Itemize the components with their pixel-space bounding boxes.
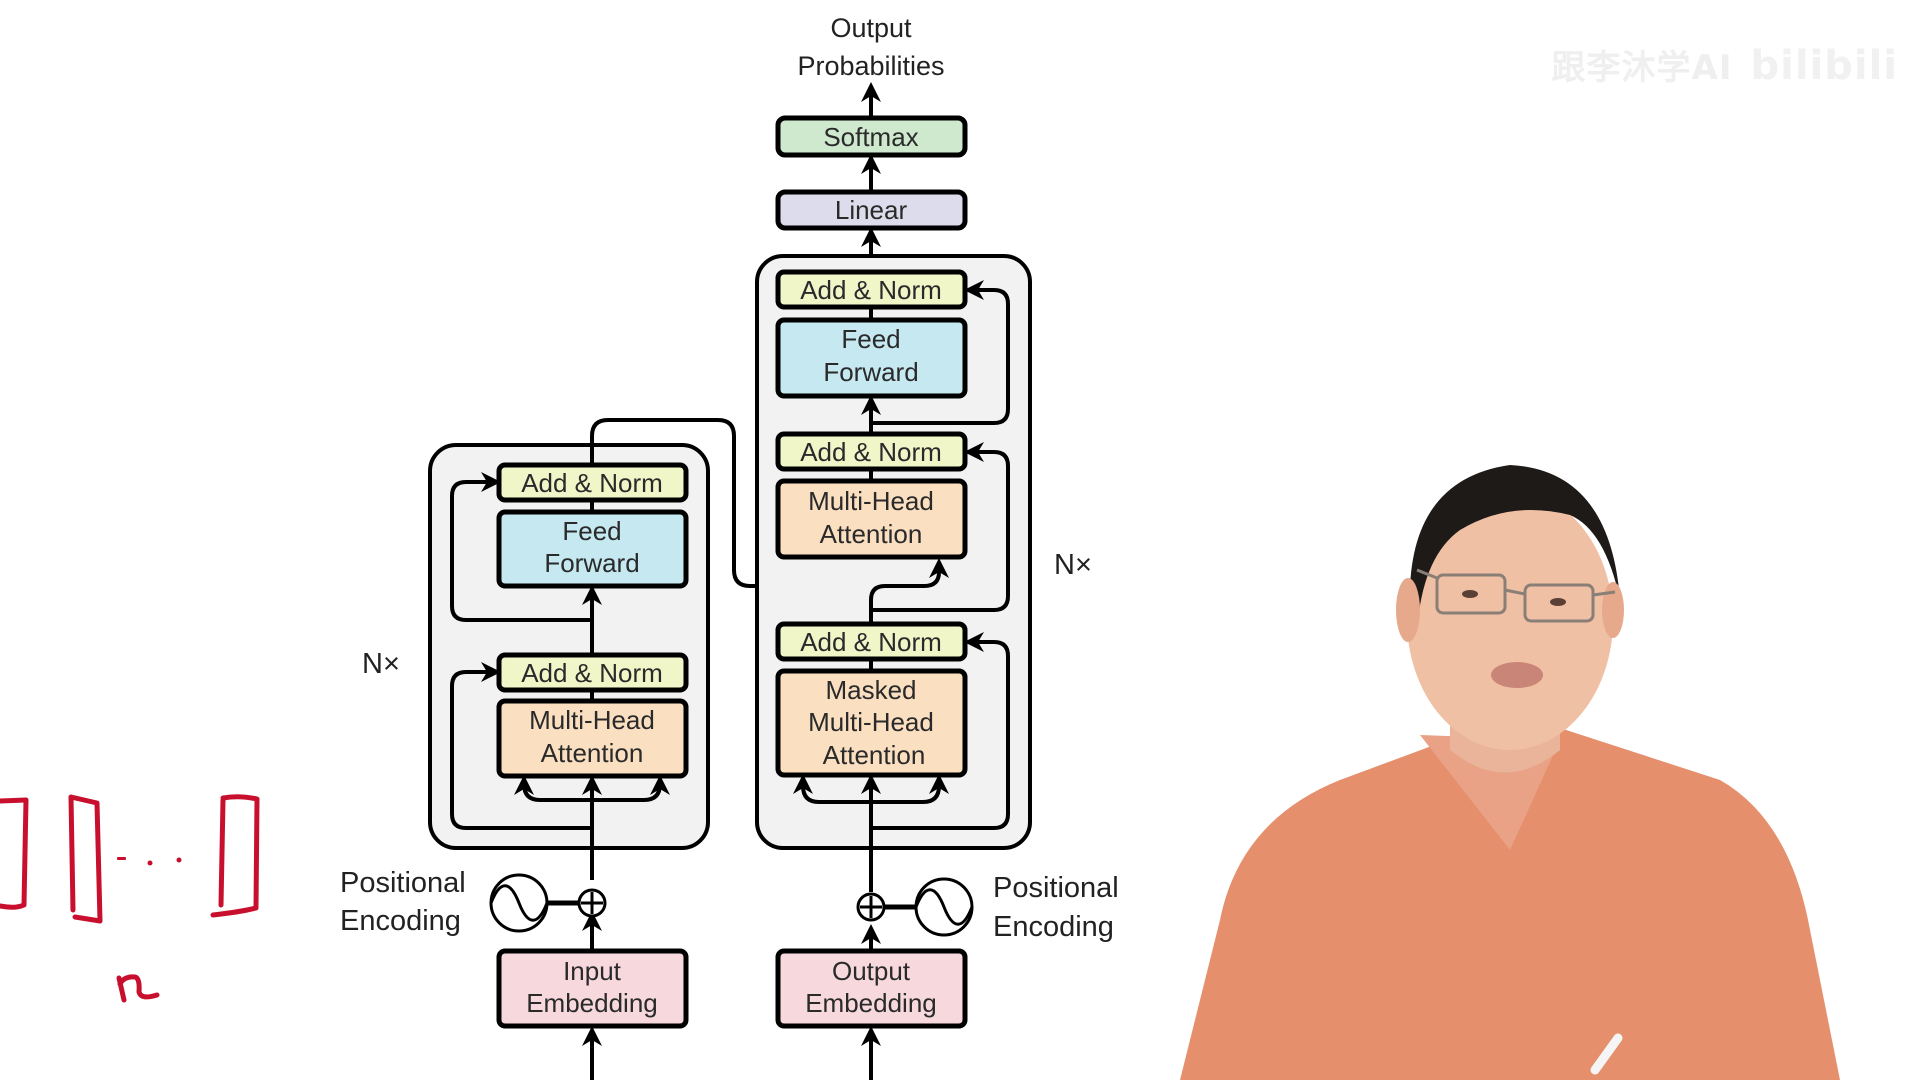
encoder-stack — [428, 443, 710, 850]
decoder-masked-label-1: Masked — [825, 675, 916, 705]
input-embedding-label-2: Embedding — [526, 988, 658, 1018]
decoder-residual-masked — [871, 632, 1010, 830]
channel-watermark: 跟李沐学AI — [1551, 48, 1733, 88]
decoder-masked-label-3: Attention — [823, 740, 926, 770]
encoder-sine-wave-icon — [489, 873, 549, 933]
input-embedding-block: Input Embedding — [496, 948, 689, 1029]
presenter-video — [1180, 465, 1840, 1080]
ellipsis-dots — [117, 857, 182, 866]
bilibili-logo: bilibili — [1750, 43, 1898, 89]
decoder-mha-label-2: Attention — [820, 519, 923, 549]
handwritten-vectors-annotation — [0, 794, 260, 924]
decoder-add-norm-top-label: Add & Norm — [800, 275, 942, 305]
decoder-masked-label-2: Multi-Head — [808, 707, 934, 737]
encoder-ff-label-2: Forward — [544, 548, 639, 578]
pos-enc-right-label-1: Positional — [993, 872, 1119, 904]
decoder-ff-label-2: Forward — [823, 357, 918, 387]
vector-bracket-2 — [68, 794, 103, 924]
encoder-add-norm-top: Add & Norm — [496, 462, 689, 503]
decoder-feed-forward: Feed Forward — [775, 317, 968, 399]
decoder-add-norm-bottom: Add & Norm — [775, 621, 968, 662]
encoder-add-norm-top-label: Add & Norm — [521, 468, 663, 498]
output-probabilities-label-2: Probabilities — [797, 51, 944, 81]
encoder-ff-label-1: Feed — [562, 516, 621, 546]
encoder-attn-fork — [514, 775, 592, 802]
encoder-mha-label-1: Multi-Head — [529, 705, 655, 735]
softmax-block: Softmax — [775, 115, 968, 158]
encoder-feed-forward: Feed Forward — [496, 509, 689, 589]
decoder-residual-ff — [871, 280, 1010, 425]
decoder-multi-head-attention: Multi-Head Attention — [775, 478, 968, 560]
decoder-masked-multi-head-attention: Masked Multi-Head Attention — [775, 668, 968, 778]
pos-enc-left-label-2: Encoding — [340, 905, 461, 937]
decoder-nx-label: N× — [1054, 549, 1092, 581]
decoder-add-norm-bottom-label: Add & Norm — [800, 627, 942, 657]
decoder-add-norm-mid: Add & Norm — [775, 431, 968, 472]
input-embedding-label-1: Input — [563, 956, 622, 986]
output-probabilities-label-1: Output — [830, 13, 912, 43]
presenter-shirt — [1180, 728, 1840, 1080]
pos-enc-right-label-2: Encoding — [993, 911, 1114, 943]
encoder-add-norm-bottom-label: Add & Norm — [521, 658, 663, 688]
watermark: 跟李沐学AI bilibili — [1552, 40, 1899, 89]
encoder-add-norm-bottom: Add & Norm — [496, 652, 689, 693]
softmax-label: Softmax — [823, 122, 918, 152]
handwritten-n-label — [116, 974, 160, 1003]
decoder-add-norm-top: Add & Norm — [775, 269, 968, 310]
linear-label: Linear — [835, 195, 908, 225]
decoder-add-norm-mid-label: Add & Norm — [800, 437, 942, 467]
encoder-residual-attn — [450, 662, 592, 830]
decoder-add-icon — [856, 892, 886, 922]
decoder-residual-cross — [871, 442, 1010, 612]
presenter-glasses — [1416, 568, 1616, 623]
decoder-mha-label-1: Multi-Head — [808, 486, 934, 516]
encoder-multi-head-attention: Multi-Head Attention — [496, 698, 689, 779]
vector-bracket-1 — [0, 797, 29, 910]
encoder-nx-label: N× — [362, 648, 400, 680]
presenter-face — [1407, 490, 1613, 750]
encoder-residual-ff — [450, 472, 592, 622]
presenter-hair — [1409, 465, 1620, 620]
decoder-sine-wave-icon — [914, 877, 974, 937]
output-embedding-label-1: Output — [832, 956, 911, 986]
encoder-add-icon — [577, 888, 607, 918]
encoder-mha-label-2: Attention — [541, 738, 644, 768]
decoder-ff-label-1: Feed — [841, 324, 900, 354]
vector-bracket-3 — [210, 794, 260, 918]
output-embedding-block: Output Embedding — [775, 948, 968, 1029]
pos-enc-left-label-1: Positional — [340, 867, 466, 899]
decoder-query-path — [869, 558, 949, 624]
linear-block: Linear — [775, 189, 968, 231]
output-embedding-label-2: Embedding — [805, 988, 937, 1018]
